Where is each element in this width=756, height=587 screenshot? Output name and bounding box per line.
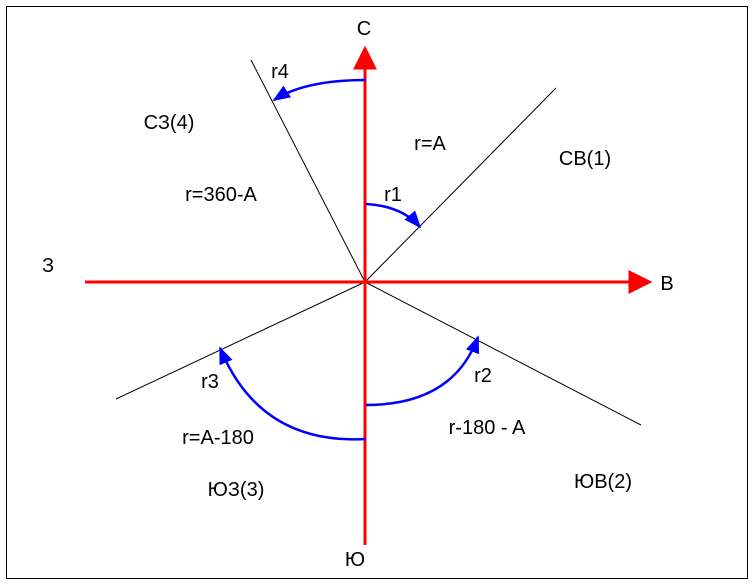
arc-label-r1: r1	[384, 184, 402, 206]
axis-label-north: С	[357, 18, 371, 40]
formula-sw: r=A-180	[182, 427, 254, 449]
arc-label-r2: r2	[474, 365, 492, 387]
arc-r2	[365, 335, 480, 407]
quadrant-name-ne: СВ(1)	[559, 148, 611, 170]
direction-line-se	[364, 281, 642, 426]
formula-ne: r=A	[414, 133, 446, 155]
arc-label-r4: r4	[271, 61, 289, 83]
arc-r1	[365, 202, 422, 229]
direction-line-ne	[364, 87, 557, 283]
formula-nw: r=360-A	[185, 184, 257, 206]
axis-label-east: В	[660, 273, 673, 295]
arc-label-r3: r3	[201, 371, 219, 393]
quadrant-name-se: ЮВ(2)	[574, 471, 632, 493]
arc-r3	[218, 346, 367, 441]
diagram-frame	[6, 6, 748, 579]
quadrant-name-sw: ЮЗ(3)	[208, 479, 265, 501]
direction-line-nw	[250, 59, 366, 283]
quadrant-name-nw: СЗ(4)	[144, 112, 195, 134]
axis-label-south: Ю	[345, 549, 365, 571]
direction-line-sw	[115, 281, 366, 400]
axis-label-west: З	[42, 255, 54, 277]
arc-r4	[272, 78, 367, 102]
formula-se: r-180 - A	[449, 417, 526, 439]
